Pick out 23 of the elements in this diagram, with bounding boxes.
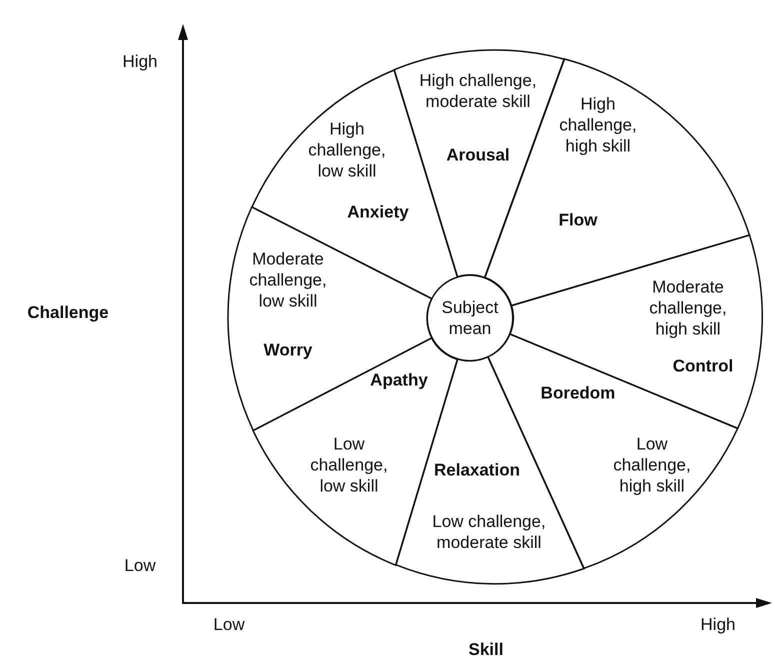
state-description: Low challenge, high skill — [612, 433, 692, 496]
axis-end-label: High — [122, 52, 158, 72]
axis-end-label: Low — [213, 615, 245, 635]
state-description: Moderate challenge, high skill — [648, 276, 728, 340]
axis-title: Skill — [468, 640, 504, 660]
state-name: Control — [672, 355, 734, 376]
state-name: Worry — [264, 339, 312, 360]
axis-title: Challenge — [27, 303, 109, 323]
axis-end-label: Low — [124, 556, 156, 576]
state-name: Relaxation — [434, 459, 520, 480]
state-description: High challenge, low skill — [307, 118, 387, 182]
state-name: Anxiety — [347, 201, 409, 222]
state-description: Moderate challenge, low skill — [248, 248, 328, 312]
state-description: Low challenge, low skill — [309, 433, 389, 496]
state-description: Low challenge, moderate skill — [431, 510, 547, 553]
state-name: Apathy — [370, 369, 428, 390]
state-name: Flow — [558, 209, 598, 230]
center-label: Subject mean — [440, 297, 500, 339]
axis-end-label: High — [700, 615, 736, 635]
state-description: High challenge, moderate skill — [418, 70, 538, 112]
state-description: High challenge, high skill — [558, 93, 638, 156]
state-name: Arousal — [446, 144, 510, 166]
state-name: Boredom — [540, 382, 616, 404]
